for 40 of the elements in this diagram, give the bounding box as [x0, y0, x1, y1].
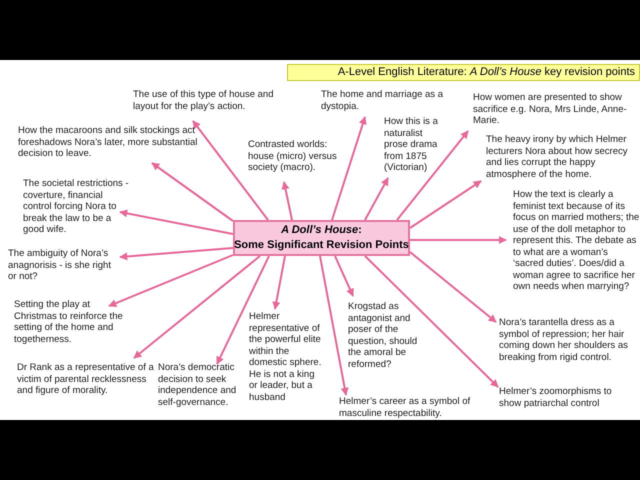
- note-text: Nora’s tarantella dress as a symbol of repression; her hair coming down her shoulders as breaking from rigid control.: [499, 317, 635, 363]
- note-text: How women are presented to show sacrifice e.g. Nora, Mrs Linde, Anne-Marie.: [473, 92, 628, 126]
- arrow: [108, 254, 234, 307]
- arrow: [396, 130, 469, 221]
- arrow: [192, 120, 269, 221]
- arrow: [364, 177, 389, 220]
- arrow: [409, 180, 482, 229]
- note-text: The ambiguity of Nora’s anagnorisis - is she right or not?: [8, 248, 120, 282]
- note-text: How this is a naturalist prose drama from 1875 (Victorian): [384, 116, 442, 174]
- title-banner: A-Level English Literature: A Doll’s House key revision points: [287, 64, 640, 81]
- note-text: Helmer’s career as a symbol of masculine respectability.: [339, 396, 474, 419]
- note-text: The use of this type of house and layout for the play’s action.: [133, 89, 278, 112]
- note-text: Contrasted worlds: house (micro) versus society (macro).: [248, 139, 340, 174]
- arrow: [319, 256, 349, 396]
- arrow: [272, 256, 286, 310]
- heading-text: Some Significant Revision Points: [234, 238, 409, 253]
- arrow: [364, 255, 499, 388]
- arrow: [334, 256, 354, 297]
- central-box: [233, 220, 410, 256]
- arrow: [410, 236, 507, 244]
- arrow: [119, 247, 234, 260]
- arrow: [216, 256, 270, 365]
- heading-text: A Doll’s House:: [281, 223, 362, 238]
- arrow: [282, 181, 293, 220]
- note-text: The heavy irony by which Helmer lecturers Nora about how secrecy and lies corrupt the happy atmosphere of the home.: [486, 134, 640, 180]
- note-text: Dr Rank as a representative of a victim of parental recklessness and figure of morality.: [17, 362, 159, 396]
- note-text: The home and marriage as a dystopia.: [321, 89, 446, 112]
- arrow: [331, 116, 367, 220]
- note-text: The societal restrictions - coverture, financial control forcing Nora to break the law to be a good wife.: [23, 178, 133, 236]
- arrow: [119, 209, 234, 235]
- arrow: [409, 251, 497, 323]
- note-text: Setting the play at Christmas to reinforce the setting of the home and togetherness.: [14, 299, 134, 345]
- note-text: Helmer representative of the powerful elite within the domestic sphere. He is not a king or leader, but a husband: [249, 311, 323, 403]
- note-text: Helmer’s zoomorphisms to show patriarchal control: [499, 386, 629, 409]
- note-text: How the text is clearly a feminist text because of its focus on married mothers; the use of the doll metaphor to represent this. The debate as to what are a woman’s ‘sacred duties’. Does/did a woman agree to sacrifice her own needs when marrying?: [513, 189, 640, 292]
- arrow: [151, 162, 234, 222]
- note-text: How the macaroons and silk stockings act foreshadows Nora’s later, more substantial decision to leave.: [18, 125, 198, 160]
- note-text: Nora’s democratic decision to seek independence and self-governance.: [158, 362, 243, 408]
- note-text: Krogstad as antagonist and poser of the question, should the amoral be reformed?: [348, 301, 420, 370]
- arrow: [133, 255, 261, 359]
